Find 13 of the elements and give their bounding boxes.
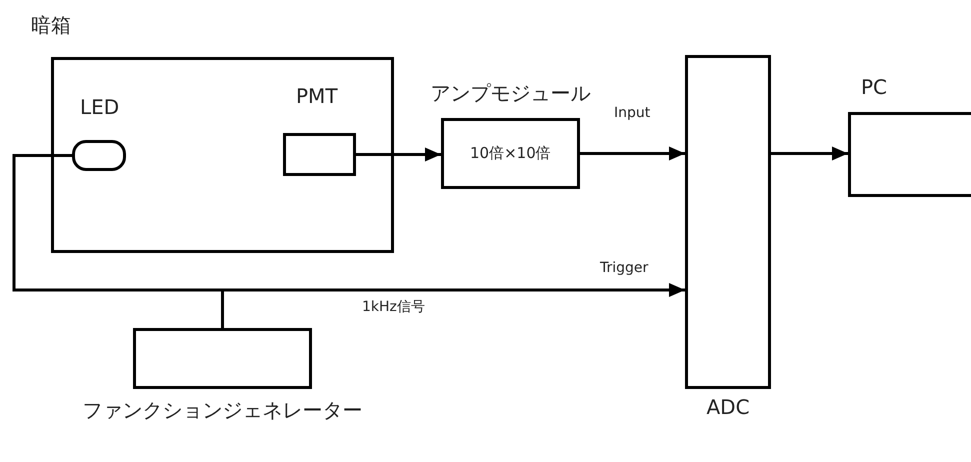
edge-label: Trigger: [598, 260, 650, 276]
pc-label: PC: [861, 75, 888, 99]
adc-label: ADC: [706, 395, 750, 419]
amplifier-label: アンプモジュール: [430, 80, 590, 107]
box-title: 暗箱: [31, 12, 71, 39]
edge-label: Input: [612, 105, 652, 121]
gain-text: 10倍×10倍: [470, 144, 551, 163]
arrow: [771, 146, 848, 160]
arrow: [356, 148, 441, 162]
led-label: LED: [80, 95, 120, 119]
pmt-label: PMT: [296, 84, 338, 108]
arrow: [580, 146, 685, 160]
generator-label: ファンクションジェネレーター: [82, 397, 362, 424]
